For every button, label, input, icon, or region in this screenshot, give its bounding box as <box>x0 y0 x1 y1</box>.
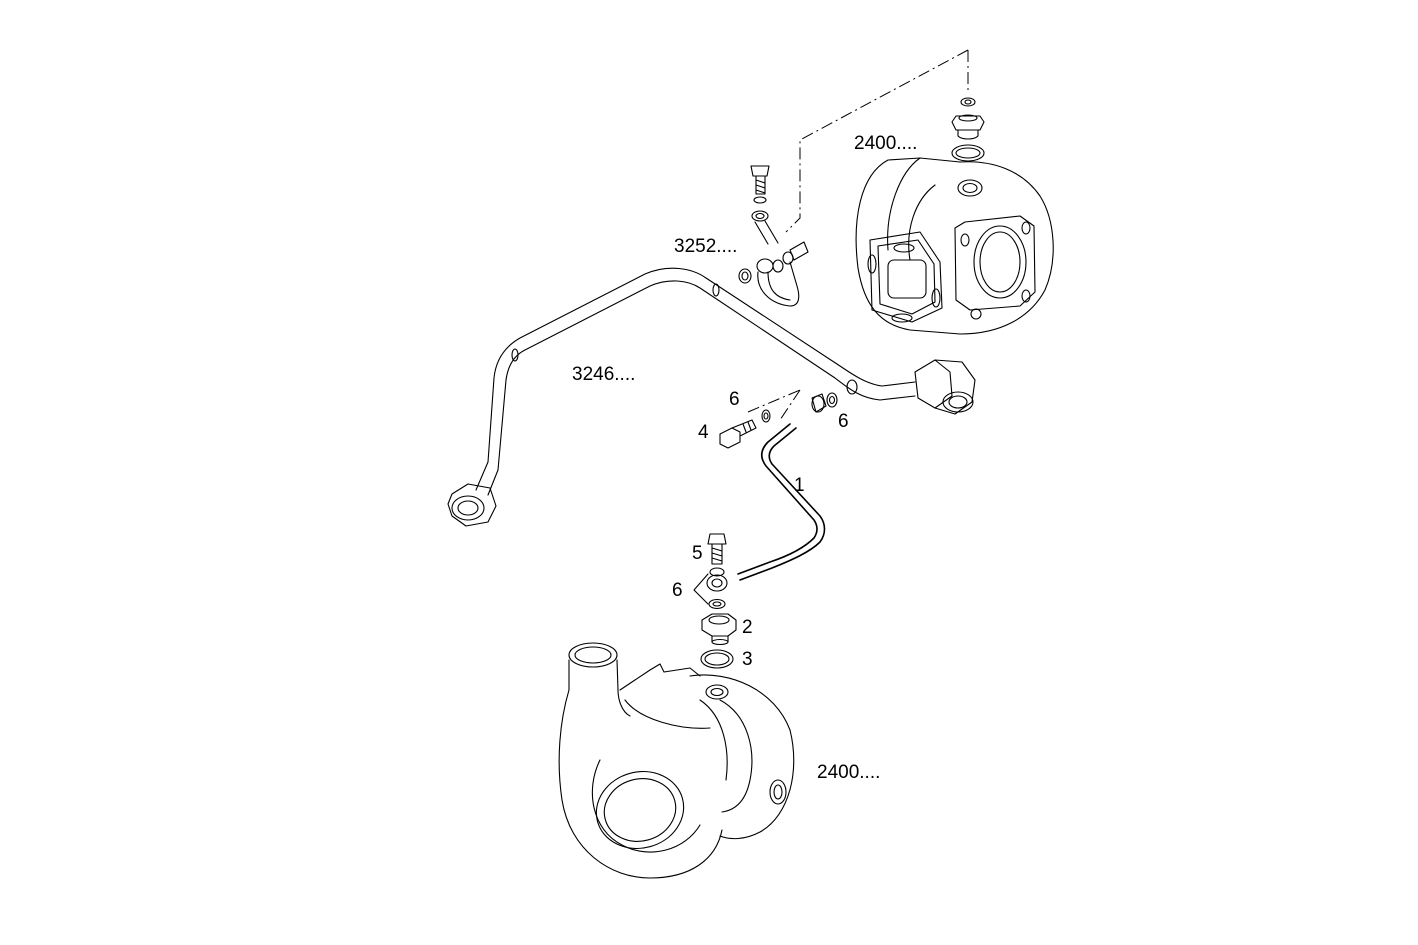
banjo-bolt-5 <box>707 533 727 565</box>
fitting-3252 <box>738 165 809 307</box>
plug-2 <box>701 613 737 646</box>
label-turbo-top: 2400.... <box>854 133 917 154</box>
turbocharger-top <box>855 157 1054 335</box>
oil-pipe-1 <box>737 423 826 581</box>
label-pipe-3246: 3246.... <box>572 364 635 385</box>
label-seal-3: 3 <box>742 649 753 670</box>
washer-6-right <box>811 392 838 413</box>
label-washer-6-right: 6 <box>838 411 849 432</box>
banjo-bolt-4 <box>719 419 757 449</box>
washer-6-bottom <box>693 567 728 610</box>
oil-pipe-3246 <box>447 267 976 527</box>
part-labels: 2400.... 3252.... 3246.... 6 4 6 1 5 6 2… <box>572 133 917 783</box>
label-washer-6-bottom: 6 <box>672 580 683 601</box>
turbocharger-bottom <box>558 642 795 879</box>
label-pipe-1: 1 <box>794 475 805 496</box>
label-fitting-3252: 3252.... <box>674 236 737 257</box>
label-turbo-bottom: 2400.... <box>817 762 880 783</box>
top-plug-and-seals <box>951 97 985 162</box>
label-bolt-5: 5 <box>692 543 703 564</box>
label-washer-6-left: 6 <box>729 389 740 410</box>
label-bolt-4: 4 <box>698 422 709 443</box>
seal-3 <box>700 649 734 669</box>
washer-6-left <box>761 409 771 423</box>
assembly-leader-lines <box>747 49 969 421</box>
label-plug-2: 2 <box>742 617 753 638</box>
